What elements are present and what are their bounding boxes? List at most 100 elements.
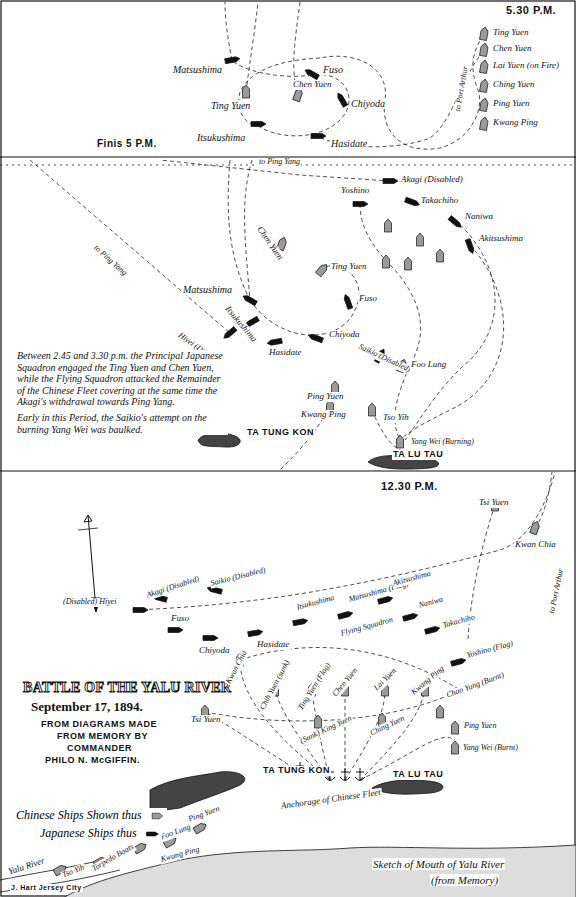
ship-label: Yalu River — [6, 856, 47, 878]
ship-label: Ting Yuen — [330, 262, 367, 272]
ship-label: Hasidate — [256, 640, 291, 650]
ship-label: Saikio (Disabled) — [209, 566, 268, 589]
japanese-ship — [338, 611, 354, 620]
ship-label: (from Memory) — [430, 874, 499, 886]
japanese-ship — [378, 596, 394, 605]
legend-sample — [142, 828, 162, 840]
japanese-ship — [133, 608, 148, 613]
ship-label: Kwang Ping — [409, 664, 447, 698]
map-title: BATTLE OF THE YALU RIVER — [22, 680, 232, 695]
ship-label: Fuso — [358, 294, 378, 304]
legend-entry: Chinese Ships Shown thus — [16, 808, 167, 823]
ship-label: Tsi Yuen — [190, 715, 222, 725]
ship-label: Itsukushima — [196, 132, 246, 143]
ship-label: Yoshino (Flag) — [465, 639, 515, 660]
ship-label: Chao Yung (Burnt) — [444, 671, 506, 701]
japanese-ship — [425, 626, 441, 635]
chinese-ship — [405, 257, 412, 270]
japanese-ship — [248, 629, 264, 637]
japanese-ship — [448, 216, 463, 229]
ship-label: Kwan Chia — [514, 540, 557, 550]
place-label: 5.30 P.M. — [505, 4, 557, 16]
chinese-ship — [397, 435, 404, 448]
legend-text: Japanese Ships thus — [40, 826, 137, 841]
japanese-ship — [203, 636, 218, 641]
ship-label: Ting Yuen (Flag) — [296, 661, 333, 713]
ship-label: Chih Yuen (sunk) — [258, 658, 292, 712]
chinese-ship — [315, 715, 322, 728]
ship-label: Kwang Ping — [159, 845, 202, 864]
ship-label: Tsi Yuen — [478, 498, 510, 508]
ship-label: Ting Yuen — [492, 28, 529, 38]
place-label: COMMANDER — [66, 744, 133, 754]
chinese-ship — [369, 403, 376, 416]
ship-label: Chen Yuen — [331, 666, 361, 699]
ship-label: Foo Lung — [158, 823, 192, 843]
ship-label: Chiyoda — [328, 330, 361, 340]
chinese-ship — [452, 741, 459, 754]
ship-label: Yang Wei (Burnt) — [462, 744, 519, 753]
japanese-ship — [225, 56, 241, 64]
chinese-ship — [437, 705, 444, 718]
ship-label: Foo Lung — [410, 360, 447, 370]
ship-label: Chen Yuen — [492, 44, 532, 54]
ship-label: Itsukushima — [222, 304, 259, 345]
ship-label: Yoshino — [340, 186, 370, 196]
ship-label: (Disabled) Hiyei — [62, 598, 118, 607]
ship-label: Anchorage of Chinese Fleet — [279, 788, 382, 812]
ship-label: Yang Wei (Burning) — [410, 438, 475, 447]
subtitle: September 17, 1894. — [30, 700, 144, 714]
ship-label: Ping Yuen — [492, 99, 530, 109]
japanese-ship — [222, 327, 237, 340]
chinese-ship — [480, 26, 489, 40]
japanese-ship — [293, 618, 309, 626]
ship-label: Ping Yuen — [463, 722, 497, 731]
place-label: J. Hart Jersey City — [10, 884, 83, 892]
chinese-ship — [480, 59, 489, 73]
chinese-ship — [315, 262, 329, 276]
chinese-ship — [243, 85, 250, 98]
japanese-ship — [403, 613, 419, 622]
ship-label: Flying Squadron — [339, 616, 395, 639]
ship-label: Hasidate — [330, 138, 368, 149]
ship-label: Chen Yuen — [292, 80, 332, 90]
ship-label: Chen Yuen — [254, 224, 285, 263]
ship-label: to Ping Yang — [91, 243, 129, 278]
ship-label: Itsukushima — [295, 594, 337, 613]
place-label: TA TUNG KON — [246, 428, 315, 438]
chinese-ship — [530, 520, 541, 535]
ship-label: Fuso — [170, 614, 190, 624]
place-label: TA LU TAU — [392, 770, 444, 780]
ship-label: Ching Yuen — [368, 714, 407, 738]
ship-label: Kwang Ping — [492, 118, 539, 128]
ship-label: Ching Yuen — [492, 80, 535, 90]
ship-label: Naniwa — [464, 212, 494, 222]
ship-label: Sketch of Mouth of Yalu River — [372, 858, 505, 870]
chinese-ship — [452, 721, 459, 734]
place-label: PHILO N. McGIFFIN. — [44, 756, 141, 766]
legend-sample — [147, 810, 167, 822]
ship-label: Tso Yih — [382, 413, 410, 423]
place-label: TA LU TAU — [392, 450, 444, 460]
ship-label: Akitsushima — [478, 234, 524, 244]
ship-label: Naniwa — [417, 595, 445, 610]
place-label: Finis 5 P.M. — [96, 138, 158, 149]
japanese-ship — [251, 122, 266, 127]
japanese-ship — [353, 202, 368, 207]
japanese-ship — [336, 92, 348, 107]
chinese-ship — [437, 249, 444, 262]
place-label: TA TUNG KON — [262, 766, 331, 776]
ship-label: Saikio (Disabled) — [356, 342, 412, 375]
place-label: FROM DIAGRAMS MADE — [40, 720, 158, 730]
ship-label: Lai Yuen (on Fire) — [492, 61, 560, 71]
japanese-ship — [304, 68, 319, 80]
japanese-ship — [383, 179, 398, 184]
japanese-ship — [465, 239, 475, 255]
chinese-ship — [385, 219, 392, 232]
japanese-ship — [267, 338, 283, 346]
ship-label: Ting Yuen — [210, 100, 251, 111]
ship-label: to Ping Yang — [258, 158, 301, 167]
